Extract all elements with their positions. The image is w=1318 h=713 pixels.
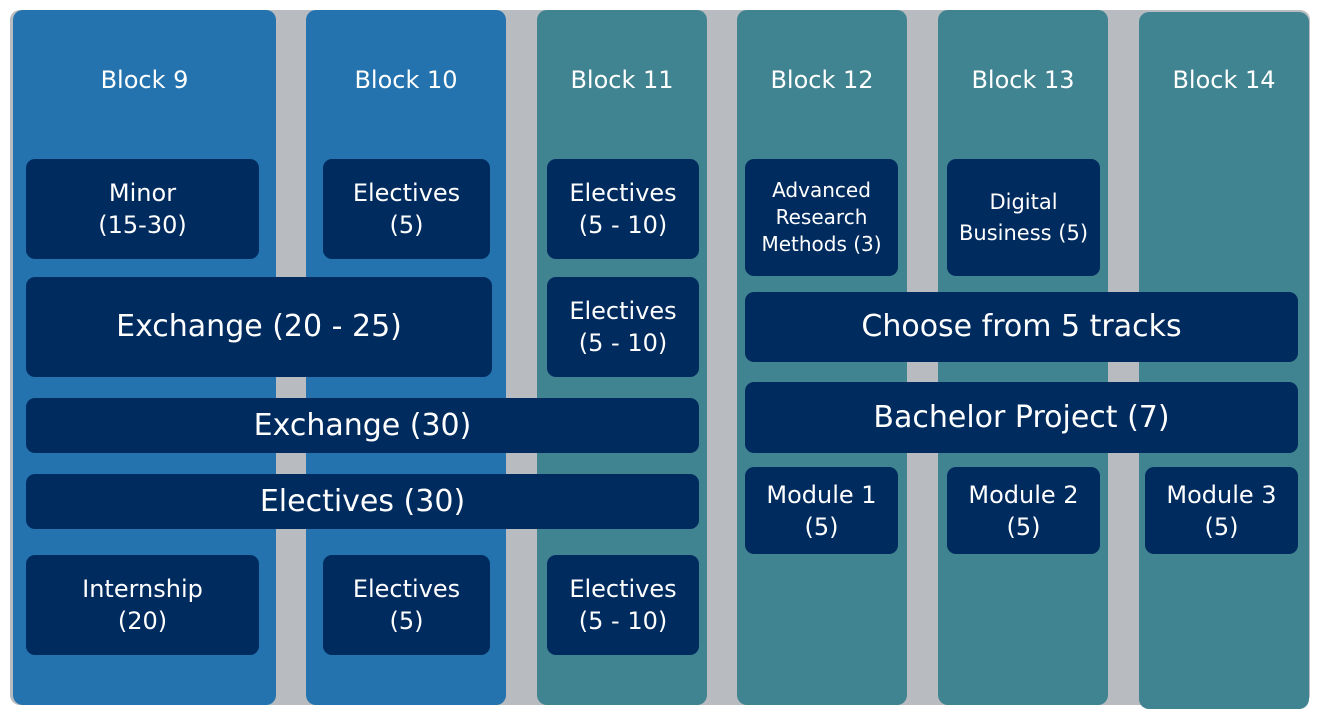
- module-1-box: Module 1 (5): [745, 467, 898, 554]
- electives-block11-mid-box: Electives (5 - 10): [547, 277, 699, 377]
- block-13-title: Block 13: [971, 66, 1075, 94]
- bachelor-project-label: Bachelor Project (7): [873, 399, 1170, 435]
- block-12-title: Block 12: [770, 66, 874, 94]
- choose-tracks-box: Choose from 5 tracks: [745, 292, 1298, 362]
- module-1-label: Module 1 (5): [766, 480, 877, 541]
- exchange-20-25-box: Exchange (20 - 25): [26, 277, 492, 377]
- module-2-label: Module 2 (5): [968, 480, 1079, 541]
- electives-block11-mid-label: Electives (5 - 10): [569, 297, 677, 357]
- choose-tracks-label: Choose from 5 tracks: [861, 309, 1182, 344]
- electives-block11-top-box: Electives (5 - 10): [547, 159, 699, 259]
- advanced-research-methods-label: Advanced Research Methods (3): [761, 178, 882, 256]
- exchange-30-box: Exchange (30): [26, 398, 699, 453]
- electives-block10-bottom-box: Electives (5): [323, 555, 490, 655]
- digital-business-box: Digital Business (5): [947, 159, 1100, 276]
- electives-block11-bottom-label: Electives (5 - 10): [569, 575, 677, 635]
- minor-box: Minor (15-30): [26, 159, 259, 259]
- minor-label: Minor (15-30): [98, 179, 187, 239]
- electives-block10-bottom-label: Electives (5): [352, 575, 461, 635]
- bachelor-project-box: Bachelor Project (7): [745, 382, 1298, 453]
- exchange-20-25-label: Exchange (20 - 25): [116, 309, 402, 344]
- module-2-box: Module 2 (5): [947, 467, 1100, 554]
- electives-block10-top-box: Electives (5): [323, 159, 490, 259]
- advanced-research-methods-box: Advanced Research Methods (3): [745, 159, 898, 276]
- electives-30-box: Electives (30): [26, 474, 699, 529]
- module-3-label: Module 3 (5): [1166, 480, 1277, 541]
- block-14-title: Block 14: [1172, 66, 1276, 94]
- electives-30-label: Electives (30): [259, 483, 466, 519]
- internship-box: Internship (20): [26, 555, 259, 655]
- block-11-title: Block 11: [570, 66, 674, 94]
- electives-block11-top-label: Electives (5 - 10): [569, 179, 677, 239]
- digital-business-label: Digital Business (5): [958, 189, 1089, 245]
- electives-block10-top-label: Electives (5): [352, 179, 461, 239]
- internship-label: Internship (20): [82, 575, 203, 635]
- block-9-title: Block 9: [100, 66, 189, 94]
- exchange-30-label: Exchange (30): [253, 407, 472, 443]
- block-10-title: Block 10: [354, 66, 458, 94]
- electives-block11-bottom-box: Electives (5 - 10): [547, 555, 699, 655]
- module-3-box: Module 3 (5): [1145, 467, 1298, 554]
